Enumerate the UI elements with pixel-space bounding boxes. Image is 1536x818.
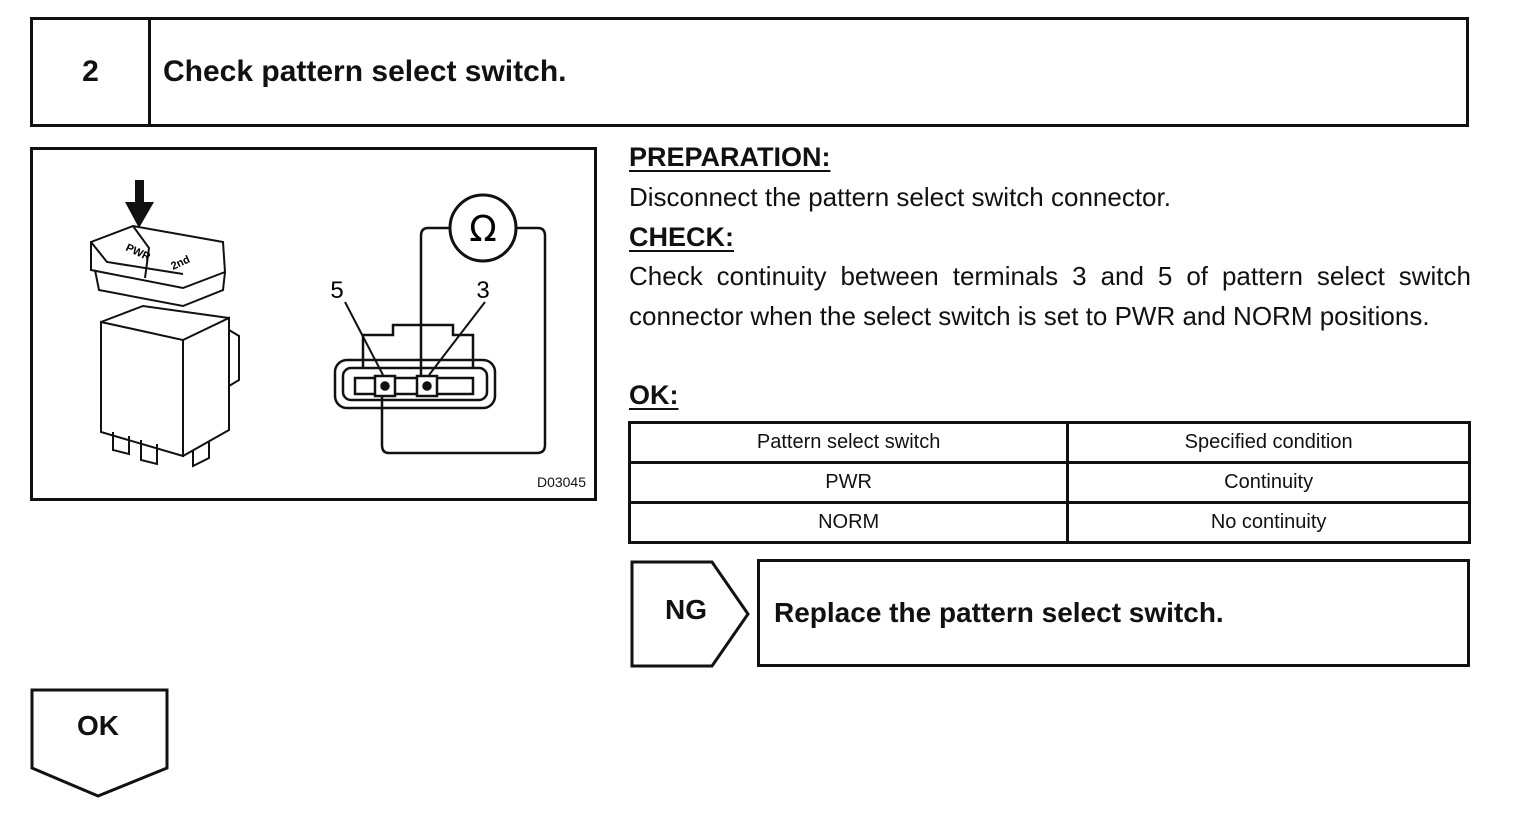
terminal-5-label: 5 — [330, 277, 343, 304]
table-cell: Continuity — [1066, 461, 1471, 504]
specified-condition-table: Pattern select switch Specified conditio… — [627, 421, 1471, 544]
preparation-heading: PREPARATION: — [629, 142, 831, 172]
meter-leads — [380, 226, 547, 455]
ohm-symbol: Ω — [469, 209, 497, 250]
column-header-condition: Specified condition — [1066, 421, 1471, 464]
ok-heading: OK: — [629, 380, 679, 410]
table-header-row: Pattern select switch Specified conditio… — [627, 421, 1471, 464]
check-heading: CHECK: — [629, 222, 734, 252]
ng-label: NG — [665, 594, 707, 625]
press-arrow-icon — [125, 180, 154, 228]
table-cell: PWR — [627, 461, 1070, 504]
ok-next-label: OK — [77, 710, 119, 741]
switch-body — [90, 224, 240, 468]
step-title: Check pattern select switch. — [163, 55, 567, 88]
preparation-text: Disconnect the pattern select switch con… — [629, 182, 1171, 212]
table-cell: NORM — [627, 501, 1070, 544]
ng-arrow-icon — [630, 560, 750, 668]
switch-connector-illustration: PWR 2nd Ω 5 3 — [90, 180, 547, 468]
ohmmeter-icon: Ω — [448, 193, 518, 263]
table-row: NORM No continuity — [627, 501, 1471, 544]
ok-down-arrow-icon — [30, 688, 169, 798]
2nd-button-label: 2nd — [169, 254, 192, 273]
step-header: 2 Check pattern select switch. — [30, 17, 1469, 127]
table-cell: No continuity — [1066, 501, 1471, 544]
connector-body — [333, 323, 497, 410]
figure-code: D03045 — [536, 474, 586, 490]
switch-figure: PWR 2nd Ω 5 3 D03045 — [30, 147, 597, 501]
check-text: Check continuity between terminals 3 and… — [629, 261, 1471, 331]
terminal-3-label: 3 — [476, 277, 489, 304]
table-row: PWR Continuity — [627, 461, 1471, 504]
step-number: 2 — [33, 20, 151, 124]
column-header-switch: Pattern select switch — [627, 421, 1070, 464]
ng-action-box: Replace the pattern select switch. — [757, 559, 1470, 667]
